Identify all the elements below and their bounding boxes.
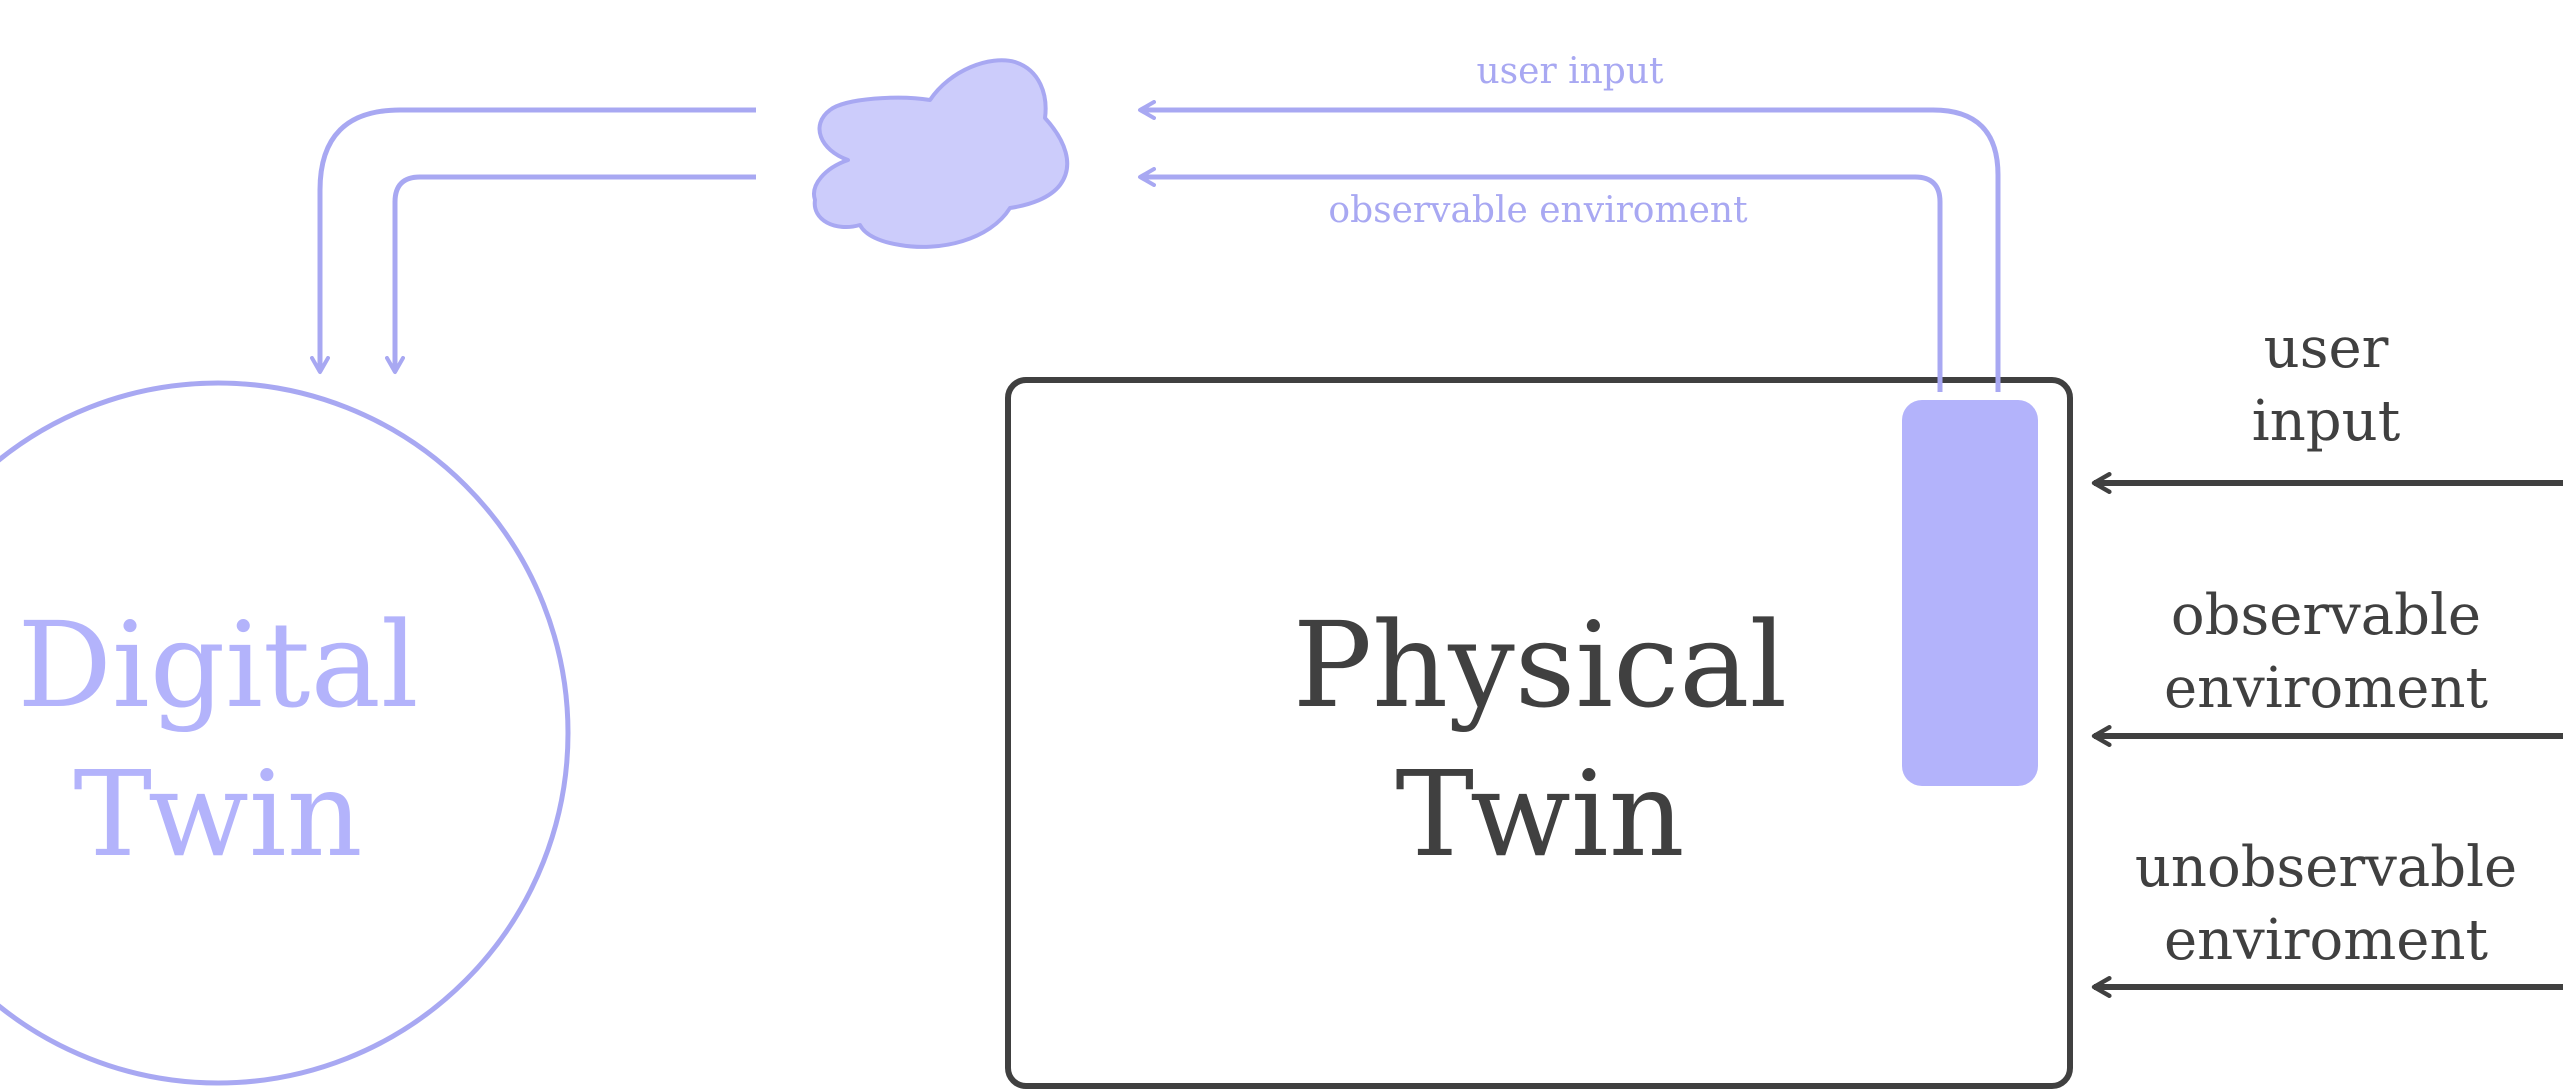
physical-twin-label-line2: Twin [1395, 745, 1684, 883]
cloud-to-digital-inner-arrow [385, 174, 756, 374]
digital-twin-label-line1: Digital [17, 596, 418, 734]
external-input-unobservable-line2: enviroment [2164, 908, 2489, 973]
external-input-user-line2: input [2252, 389, 2401, 454]
external-input-unobservable-line1: unobservable [2135, 835, 2517, 900]
physical-twin-box [1005, 377, 2073, 1089]
cloud-link-user-input-label: user input [1476, 51, 1664, 92]
cloud-icon [812, 58, 1070, 249]
external-input-user-line1: user [2264, 316, 2389, 381]
cloud-link-environment-label: observable enviroment [1328, 190, 1748, 231]
external-input-observable-line1: observable [2171, 583, 2481, 648]
sensor-to-cloud-user-input-arrow [1138, 100, 2001, 392]
digital-twin-label-line2: Twin [73, 745, 362, 883]
external-input-observable-line2: enviroment [2164, 656, 2489, 721]
sensor-to-cloud-environment-arrow [1138, 167, 1943, 392]
sensor-block [1902, 400, 2038, 786]
physical-twin-label-line1: Physical [1293, 596, 1788, 734]
cloud-to-digital-outer-arrow [310, 107, 756, 374]
digital-twin-circle [0, 380, 571, 1086]
